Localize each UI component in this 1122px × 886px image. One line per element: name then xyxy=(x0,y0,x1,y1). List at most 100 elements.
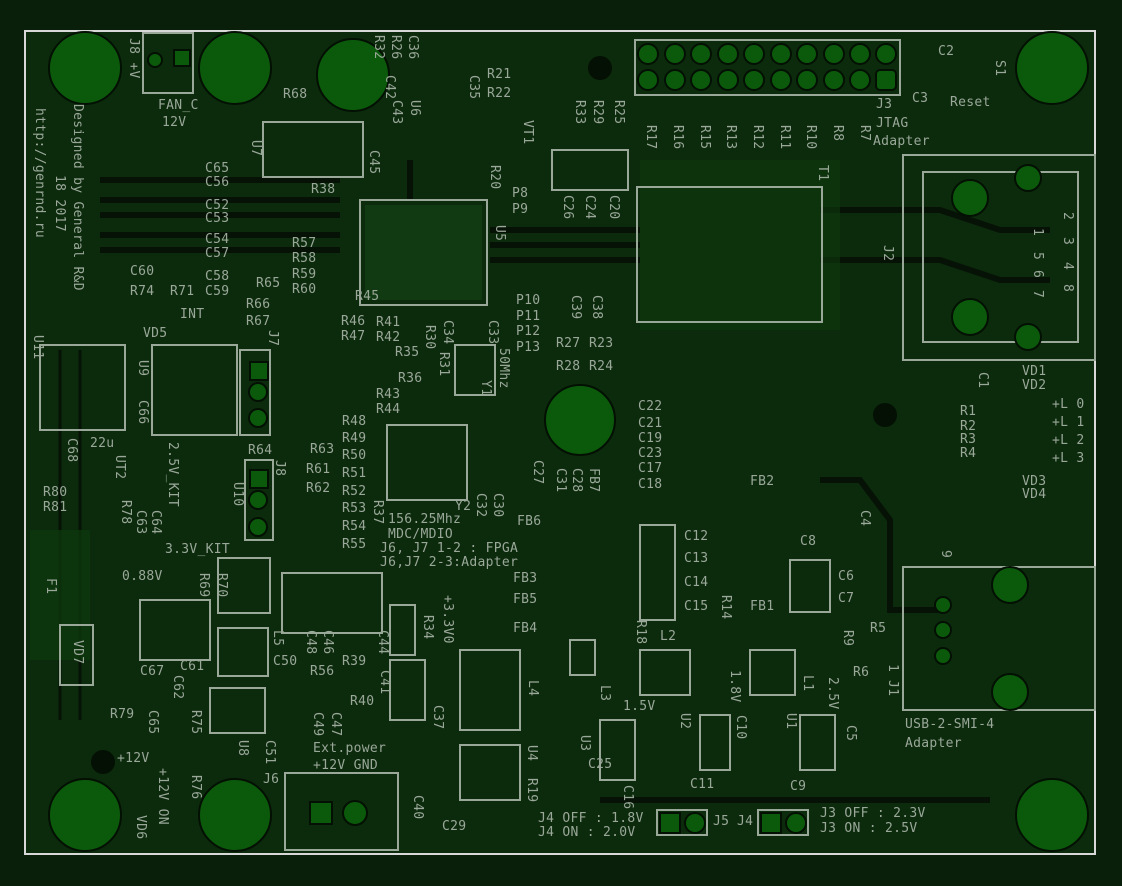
refdes-label: R68 xyxy=(283,87,308,102)
refdes-label: R24 xyxy=(589,359,614,374)
refdes-label: VD6 xyxy=(133,815,148,840)
led3-label: +L 3 xyxy=(1052,451,1085,466)
v088-label: 0.88V xyxy=(122,569,163,584)
led2-label: +L 2 xyxy=(1052,433,1085,448)
refdes-label: C43 xyxy=(389,100,404,125)
refdes-label: C31 xyxy=(553,468,568,493)
refdes-label: L1 xyxy=(800,675,815,692)
refdes-label: R46 xyxy=(341,314,366,329)
refdes-label: R9 xyxy=(840,630,855,647)
refdes-label: C10 xyxy=(733,715,748,740)
refdes-label: R66 xyxy=(246,297,271,312)
refdes-label: 1 xyxy=(885,664,900,673)
refdes-label: C3 xyxy=(912,91,929,106)
refdes-label: C24 xyxy=(582,195,597,220)
refdes-label: C67 xyxy=(140,664,165,679)
rj45-pin: 1 xyxy=(1030,228,1045,237)
jtag-header-j3 xyxy=(634,39,901,96)
refdes-label: L3 xyxy=(597,685,612,702)
refdes-label: R39 xyxy=(342,654,367,669)
j67-fpga-note: J6, J7 1-2 : FPGA xyxy=(380,541,519,556)
refdes-label: C39 xyxy=(568,295,583,320)
refdes-label: VD7 xyxy=(70,640,85,665)
refdes-label: R18 xyxy=(633,620,648,645)
refdes-label: R75 xyxy=(188,710,203,735)
refdes-label: FB7 xyxy=(586,468,601,493)
refdes-label: R70 xyxy=(214,573,229,598)
screw-holes xyxy=(91,56,897,774)
mounting-holes xyxy=(48,31,1089,852)
v33-label: +3.3V0 xyxy=(440,595,455,644)
refdes-label: R47 xyxy=(341,329,366,344)
refdes-label: VD5 xyxy=(143,326,168,341)
refdes-label: C27 xyxy=(530,460,545,485)
refdes-label: R25 xyxy=(611,100,626,125)
v12on-label: +12V ON xyxy=(155,768,170,825)
refdes-label: C60 xyxy=(130,264,155,279)
refdes-label: C18 xyxy=(638,477,663,492)
refdes-label: R50 xyxy=(342,448,367,463)
refdes-label: R71 xyxy=(170,284,195,299)
refdes-label: P8 xyxy=(512,186,529,201)
refdes-label: L2 xyxy=(660,629,677,644)
refdes-label: C29 xyxy=(442,819,467,834)
refdes-label: R11 xyxy=(777,125,792,150)
j4-off-note: J4 OFF : 1.8V xyxy=(538,811,644,826)
refdes-label: R41 xyxy=(376,315,401,330)
refdes-label: C11 xyxy=(690,777,715,792)
credit-designer: Designed by General R&D xyxy=(70,104,85,291)
refdes-label: C35 xyxy=(466,75,481,100)
osc1-label: 156.25Mhz xyxy=(388,512,462,527)
refdes-label: P11 xyxy=(516,309,541,324)
refdes-label: VD3 xyxy=(1022,474,1047,489)
refdes-label: C64 xyxy=(148,510,163,535)
refdes-label: C19 xyxy=(638,431,663,446)
refdes-label: C12 xyxy=(684,529,709,544)
rj45-pin: 2 xyxy=(1060,212,1075,221)
refdes-label: R6 xyxy=(853,665,870,680)
refdes-label: R48 xyxy=(342,414,367,429)
refdes-label: R42 xyxy=(376,330,401,345)
refdes-label: R54 xyxy=(342,519,367,534)
refdes-label: R30 xyxy=(422,325,437,350)
refdes-label: U5 xyxy=(492,225,507,242)
v18-label: 1.8V xyxy=(727,670,742,703)
refdes-label: C45 xyxy=(366,150,381,175)
refdes-label: R74 xyxy=(130,284,155,299)
refdes-label: C25 xyxy=(588,757,613,772)
refdes-label: R1 xyxy=(960,404,977,419)
refdes-label: R4 xyxy=(960,446,977,461)
refdes-label: T1 xyxy=(815,165,830,182)
refdes-label: R3 xyxy=(960,432,977,447)
refdes-label: R36 xyxy=(398,371,423,386)
refdes-label: C65 xyxy=(145,710,160,735)
refdes-label: J5 xyxy=(713,814,730,829)
refdes-label: R64 xyxy=(248,443,273,458)
refdes-label: C14 xyxy=(684,575,709,590)
refdes-label: J4 xyxy=(737,814,754,829)
refdes-label: Y2 xyxy=(455,499,472,514)
refdes-label: C16 xyxy=(620,785,635,810)
refdes-label: C42 xyxy=(382,75,397,100)
connector-pads xyxy=(147,49,1042,834)
refdes-label: C26 xyxy=(560,195,575,220)
rj45-pin: 3 xyxy=(1060,237,1075,246)
jtag-title: JTAG xyxy=(876,116,909,131)
refdes-label: R55 xyxy=(342,537,367,552)
refdes-label: C54 xyxy=(205,232,230,247)
refdes-label: R81 xyxy=(43,500,68,515)
refdes-label: R15 xyxy=(697,125,712,150)
refdes-label: R2 xyxy=(960,419,977,434)
refdes-label: VD1 xyxy=(1022,364,1047,379)
credit-url[interactable]: http://genrnd.ru xyxy=(32,108,47,239)
v12-label: +12V xyxy=(117,751,150,766)
refdes-label: R65 xyxy=(256,276,281,291)
refdes-label: C9 xyxy=(790,779,807,794)
usb-title: USB-2-SMI-4 xyxy=(905,717,995,732)
refdes-label: R63 xyxy=(310,442,335,457)
refdes-label: R61 xyxy=(306,462,331,477)
int-label: INT xyxy=(180,307,205,322)
refdes-label: R13 xyxy=(723,125,738,150)
